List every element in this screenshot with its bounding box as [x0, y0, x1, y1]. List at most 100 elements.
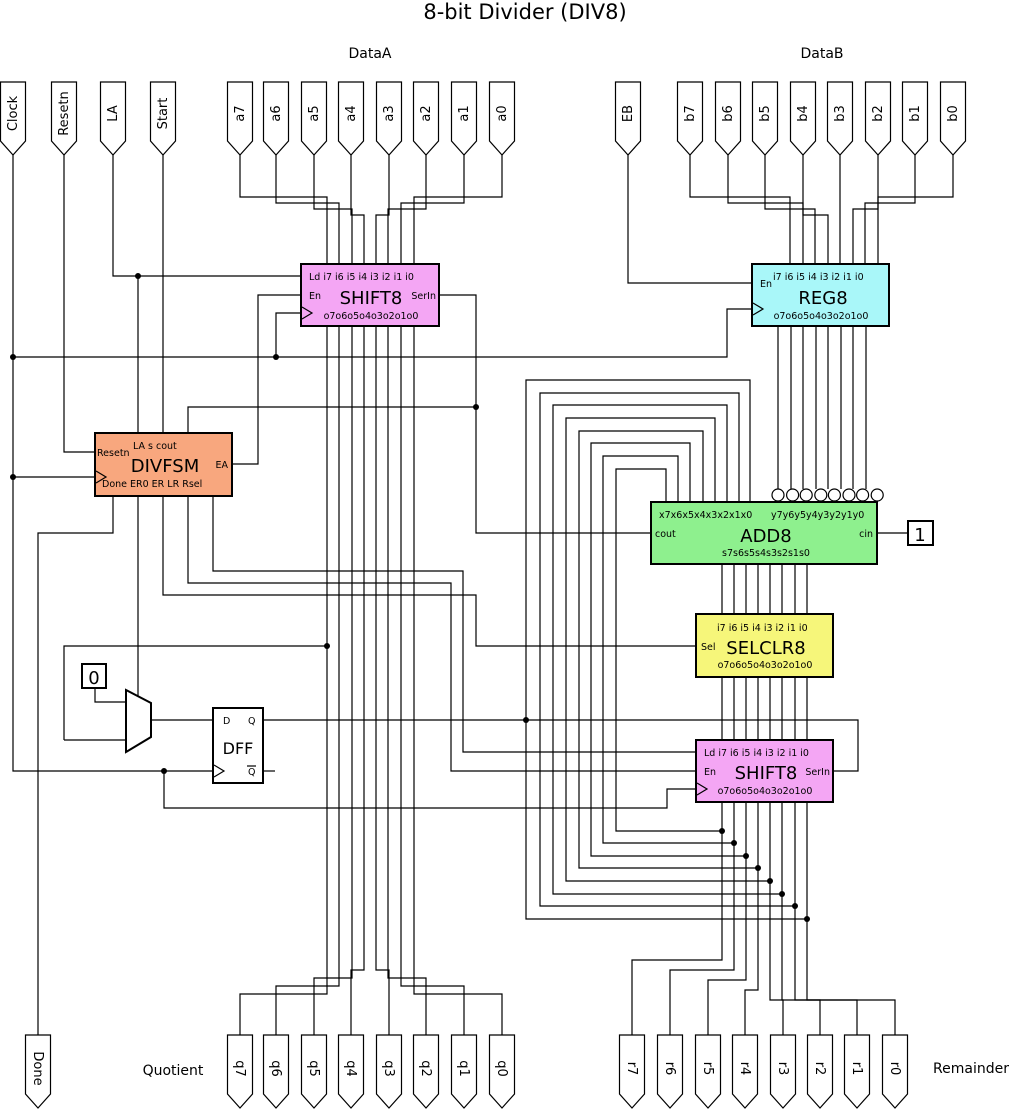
inverter-bubble	[771, 488, 785, 502]
dff-name: DFF	[223, 739, 254, 758]
junction-dot	[743, 853, 749, 859]
reg8-top-ports: i7 i6 i5 i4 i3 i2 i1 i0	[773, 272, 864, 283]
junction-dot	[10, 474, 16, 480]
wire-cout-serin	[439, 294, 652, 534]
input-a4: a4	[337, 81, 365, 156]
add8-y-ports: y7y6y5y4y3y2y1y0	[771, 510, 864, 521]
junction-dot	[135, 273, 141, 279]
wire-clock-shiftr	[163, 771, 697, 809]
output-done-shape	[24, 1034, 52, 1109]
wire-clock-shifta	[275, 312, 302, 357]
wire-q	[263, 719, 859, 772]
shift8-a-bottom-ports: o7o6o5o4o3o2o1o0	[324, 311, 419, 322]
input-a2-shape	[412, 81, 440, 156]
input-a5-label: a5	[307, 105, 322, 121]
output-q1: q1	[450, 1034, 478, 1109]
bus-a-1	[275, 155, 340, 264]
dataA-label: DataA	[348, 46, 391, 62]
input-b7: b7	[676, 81, 704, 156]
reg8-name: REG8	[798, 288, 847, 309]
bus-q-6	[400, 326, 465, 1035]
input-a4-shape	[337, 81, 365, 156]
input-b6-shape	[714, 81, 742, 156]
shift8-a-top-ports: Ld i7 i6 i5 i4 i3 i2 i1 i0	[309, 272, 414, 283]
input-b4: b4	[789, 81, 817, 156]
output-q5-label: q5	[306, 1060, 321, 1077]
junction-dot	[731, 840, 737, 846]
inverter-bubble	[785, 488, 800, 502]
output-q2-label: q2	[418, 1060, 433, 1077]
bus-a-2	[313, 155, 353, 264]
output-q0-shape	[488, 1034, 516, 1109]
bus-b-2	[764, 155, 816, 264]
inverter-bubble	[855, 488, 870, 502]
output-r4-label: r4	[737, 1062, 752, 1076]
bus-x-5	[590, 442, 746, 857]
input-a3-label: a3	[382, 105, 397, 121]
wire-clock	[12, 155, 216, 772]
output-q7: q7	[226, 1034, 254, 1109]
const-zero-box	[81, 663, 107, 689]
bus-r-1	[669, 802, 735, 1035]
mux	[125, 688, 152, 754]
bus-x-3	[565, 417, 770, 882]
input-a2: a2	[412, 81, 440, 156]
input-b3-shape	[826, 81, 854, 156]
input-eb-shape	[614, 81, 642, 156]
input-a5: a5	[300, 81, 328, 156]
output-r5-label: r5	[700, 1062, 715, 1076]
bus-x-0	[525, 379, 807, 920]
divfsm-name: DIVFSM	[131, 456, 199, 477]
junction-dot	[161, 768, 167, 774]
const-one-box	[907, 520, 934, 546]
selclr8-bottom-ports: o7o6o5o4o3o2o1o0	[718, 660, 813, 671]
output-q5: q5	[300, 1034, 328, 1109]
input-clock: Clock	[0, 81, 27, 156]
bus-q-0	[239, 326, 328, 1035]
output-q6-label: q6	[268, 1060, 283, 1077]
inverter-bubble	[870, 488, 884, 502]
input-a7: a7	[226, 81, 254, 156]
reg8-en-port: En	[760, 279, 772, 290]
input-clock-shape	[0, 81, 27, 156]
blocks: Ld i7 i6 i5 i4 i3 i2 i1 i0 En SerIn SHIF…	[81, 263, 934, 803]
output-q3-label: q3	[381, 1060, 396, 1077]
add8-block	[650, 501, 878, 565]
input-resetn: Resetn	[50, 81, 78, 156]
shift8-a-name: SHIFT8	[340, 288, 403, 309]
bus-a-7	[413, 155, 503, 264]
output-r1-label: r1	[849, 1062, 864, 1076]
input-a0-label: a0	[495, 105, 510, 121]
output-q3-shape	[375, 1034, 403, 1109]
dff-block	[212, 707, 264, 784]
output-r5: r5	[694, 1034, 722, 1109]
input-a3-shape	[375, 81, 403, 156]
bus-b-0	[689, 155, 791, 264]
bus-r-3	[744, 802, 759, 1035]
bus-r-0	[631, 802, 723, 1035]
shift8-a-serin-port: SerIn	[411, 291, 436, 302]
output-r3: r3	[769, 1034, 797, 1109]
selclr8-top-ports: i7 i6 i5 i4 i3 i2 i1 i0	[717, 623, 808, 634]
input-b0: b0	[939, 81, 967, 156]
input-b3-label: b3	[833, 105, 848, 122]
output-r0-shape	[881, 1034, 909, 1109]
bus-x-6	[602, 455, 734, 844]
junction-dot	[767, 878, 773, 884]
bus-q-3	[350, 326, 365, 1035]
output-r7-shape	[618, 1034, 646, 1109]
bus-b-3	[802, 155, 829, 264]
input-b4-label: b4	[796, 105, 811, 122]
junction-dot	[273, 354, 279, 360]
const-one-label: 1	[914, 525, 925, 546]
bus-a-4	[375, 155, 390, 264]
input-b1-label: b1	[908, 105, 923, 122]
shift8-a-en-port: En	[309, 291, 321, 302]
bus-a-3	[350, 155, 365, 264]
junction-dot	[473, 404, 479, 410]
bus-a-6	[400, 155, 465, 264]
input-start-shape	[149, 81, 177, 156]
output-q1-shape	[450, 1034, 478, 1109]
wire-clock-reg	[13, 308, 754, 358]
